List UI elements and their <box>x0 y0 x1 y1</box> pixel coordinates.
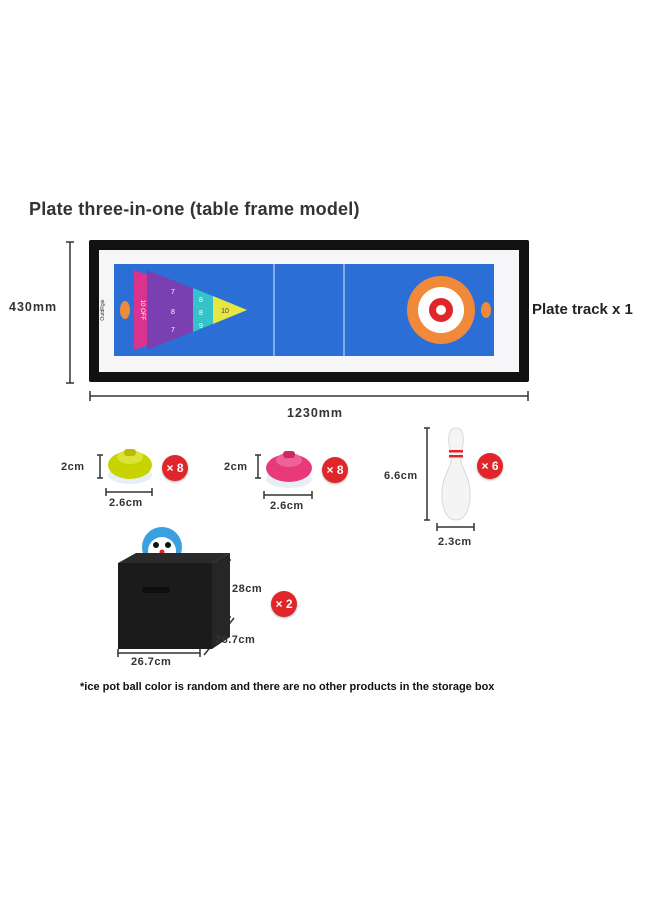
zone-number: 7 <box>171 327 175 334</box>
bowling-pin-icon <box>441 427 471 521</box>
pin-height: 6.6cm <box>384 470 418 482</box>
yellow-curling-stone-icon <box>108 449 152 484</box>
yellow-stone-qty-badge: × 8 <box>162 455 188 481</box>
yellow-stone-height: 2cm <box>61 461 85 473</box>
page-title: Plate three-in-one (table frame model) <box>29 199 360 219</box>
pink-stone-width: 2.6cm <box>270 500 304 512</box>
box-width: 26.7cm <box>131 656 172 668</box>
yellow-stone-width: 2.6cm <box>109 497 143 509</box>
zone-number: 8 <box>171 309 175 316</box>
box-height: 28cm <box>232 583 263 595</box>
pin-qty-badge: × 6 <box>477 453 503 479</box>
box-depth: 26.7cm <box>215 634 256 646</box>
pink-curling-stone-icon <box>266 451 312 488</box>
board-width-label: 1230mm <box>287 406 344 420</box>
brand-text: OutdRgie <box>100 299 106 320</box>
pin-width: 2.3cm <box>438 536 472 548</box>
pink-stone-height: 2cm <box>224 461 248 473</box>
footnote: *ice pot ball color is random and there … <box>80 681 495 693</box>
zone-number: 8 <box>199 297 203 304</box>
zone-number: 10 <box>221 308 229 315</box>
board-height-label: 430mm <box>9 300 58 314</box>
storage-box-icon <box>118 527 230 649</box>
zone-number: 8 <box>199 310 203 317</box>
plate-track-label: Plate track x 1 <box>532 301 633 318</box>
zone-text: 10 OFF <box>139 300 145 321</box>
box-qty-badge: × 2 <box>271 591 297 617</box>
zone-number: 7 <box>171 289 175 296</box>
shuffleboard-plate: 7 8 9 10 7 8 8 10 OFF OutdRgie <box>89 240 529 382</box>
zone-number: 9 <box>199 323 203 330</box>
pink-stone-qty-badge: × 8 <box>322 457 348 483</box>
